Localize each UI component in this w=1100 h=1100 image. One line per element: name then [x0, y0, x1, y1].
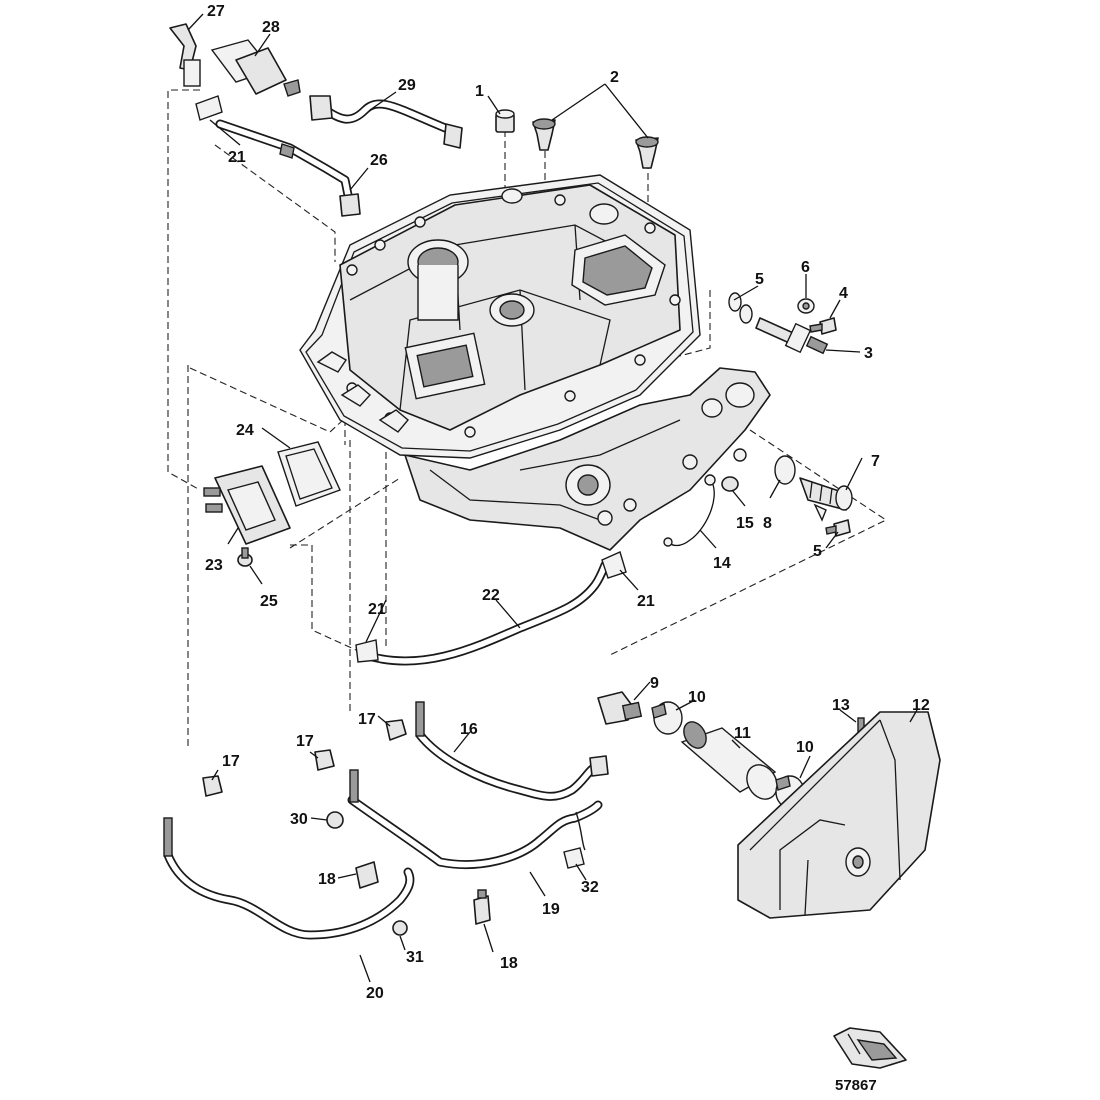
callout-5-upper: 4: [839, 285, 848, 302]
part-11-sleeve: [680, 721, 778, 800]
callout-8: 8: [763, 515, 772, 532]
flange-bolt-holes: [346, 194, 681, 438]
part-18-clip-left: [355, 861, 379, 889]
part-5-screw-upper: [809, 317, 837, 335]
part-16-hose: [415, 701, 609, 801]
part-20-hose: [163, 817, 415, 940]
part-8-o-ring: [774, 455, 796, 485]
callout-1: 1: [475, 83, 484, 100]
part-12-shield: [737, 711, 941, 919]
callout-14: 14: [713, 555, 731, 572]
callout-21-right: 21: [637, 593, 655, 610]
callout-17-c: 17: [222, 753, 240, 770]
callout-18-left: 18: [318, 871, 336, 888]
callout-10-lower: 10: [796, 739, 814, 756]
callout-13: 13: [832, 697, 850, 714]
part-6-washer: [797, 298, 815, 314]
part-24-gasket: [277, 441, 341, 507]
callout-21-upper: 21: [228, 149, 246, 166]
callout-19: 19: [542, 901, 560, 918]
part-29-hose: [309, 95, 463, 149]
callout-17-b: 17: [296, 733, 314, 750]
callout-9: 9: [650, 675, 659, 692]
part-22-hose: [360, 560, 610, 666]
part-21-clamp-upper: [195, 95, 223, 121]
callout-22: 22: [482, 587, 500, 604]
part-19-hose: [347, 769, 603, 869]
part-23-cover: [203, 465, 291, 545]
leader-lines: [187, 13, 918, 983]
callout-25: 25: [260, 593, 278, 610]
part-5-screw-lower: [825, 519, 851, 537]
part-18-clip-right: [473, 889, 491, 925]
callout-6: 6: [801, 259, 810, 276]
part-27-fitting: [169, 23, 201, 87]
callout-15: 15: [736, 515, 754, 532]
part-3-fitting: [755, 317, 829, 355]
part-32-clamp: [563, 847, 585, 869]
callout-5-lower: 5: [813, 543, 822, 560]
part-1-sleeve: [495, 109, 515, 133]
callout-24: 24: [236, 422, 254, 439]
part-21-clamp-left: [355, 639, 379, 663]
part-4-o-rings: [728, 292, 753, 324]
part-7-fitting: [799, 477, 853, 522]
callout-28: 28: [262, 19, 280, 36]
callout-26: 26: [370, 152, 388, 169]
callout-labels: 27 28 29 1 2 21 26 5 6 4 3 7 8 5 15 14 2…: [205, 3, 930, 1002]
callout-3: 3: [864, 345, 873, 362]
part-10-clamp-upper: [651, 701, 683, 735]
callout-21-left: 21: [368, 601, 386, 618]
part-25-screw: [237, 547, 253, 567]
part-17-nuts: [202, 719, 407, 797]
callout-16: 16: [460, 721, 478, 738]
part-14-ground-wire: [663, 474, 716, 547]
callout-11: 11: [734, 725, 751, 742]
callout-27: 27: [207, 3, 225, 20]
part-31-plug: [392, 920, 408, 936]
callout-18-right: 18: [500, 955, 518, 972]
callout-7: 7: [871, 453, 880, 470]
callout-23: 23: [205, 557, 223, 574]
callout-10-upper: 10: [688, 689, 706, 706]
callout-12: 12: [912, 697, 930, 714]
part-26-hose: [215, 119, 361, 217]
part-15-screw: [721, 476, 739, 492]
callout-2: 2: [610, 69, 619, 86]
callout-31: 31: [406, 949, 424, 966]
part-2-grommets: [532, 118, 659, 169]
callout-4: 5: [755, 271, 764, 288]
part-9-plug: [597, 691, 643, 725]
part-30-plug: [326, 811, 344, 829]
callout-32: 32: [581, 879, 599, 896]
part-28-fuel-filter: [210, 39, 301, 97]
callout-30: 30: [290, 811, 308, 828]
callout-17-a: 17: [358, 711, 376, 728]
figure-reference-number: 57867: [835, 1077, 877, 1094]
callout-20: 20: [366, 985, 384, 1002]
callout-29: 29: [398, 77, 416, 94]
part-21-clamp-right: [601, 551, 627, 579]
adapter-housing: [299, 174, 771, 551]
engine-orientation-icon: [833, 1027, 907, 1069]
